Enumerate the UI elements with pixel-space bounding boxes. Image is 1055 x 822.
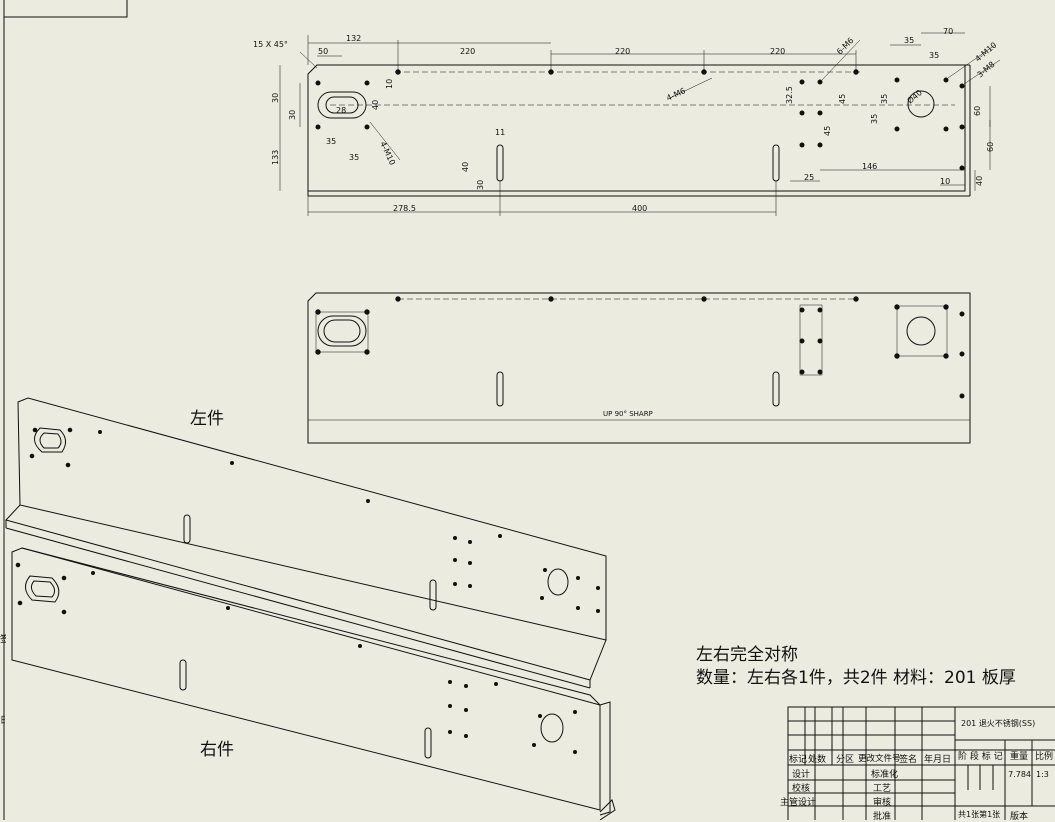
title-material: 201 退火不锈钢(SS) [961, 719, 1036, 728]
title-scale-label: 比例 [1035, 752, 1054, 762]
iso-left-part[interactable] [5, 397, 607, 689]
row-design: 设计 [792, 770, 811, 780]
row-review: 审核 [873, 798, 892, 808]
svg-text:30: 30 [476, 180, 485, 190]
margin-fragment-b: 日期 [0, 716, 5, 726]
top-view[interactable] [279, 32, 1001, 216]
right-part-label: 右件 [200, 740, 234, 760]
bend-note: UP 90° SHARP [603, 410, 653, 418]
svg-text:45: 45 [823, 126, 832, 136]
svg-text:25: 25 [804, 173, 814, 182]
svg-text:60: 60 [986, 142, 995, 152]
title-sheet-info: 共1张第1张 [958, 810, 1001, 819]
svg-text:28: 28 [336, 106, 346, 115]
row-approve: 批准 [873, 812, 892, 822]
title-block-grid [787, 706, 1055, 820]
svg-text:35: 35 [880, 94, 889, 104]
svg-text:15 X 45°: 15 X 45° [253, 40, 288, 49]
svg-text:35: 35 [870, 114, 879, 124]
svg-text:40: 40 [461, 162, 470, 172]
svg-text:60: 60 [973, 106, 982, 116]
header-sign: 签名 [899, 755, 918, 765]
svg-text:400: 400 [632, 204, 647, 213]
svg-text:35: 35 [326, 137, 336, 146]
svg-text:220: 220 [770, 47, 785, 56]
title-scale-value: 1:3 [1036, 770, 1049, 779]
title-stage: 阶 段 标 记 [958, 752, 1003, 762]
svg-text:132: 132 [346, 34, 361, 43]
svg-text:30: 30 [271, 93, 280, 103]
title-version: 版本 [1010, 812, 1029, 822]
iso-right-part[interactable] [11, 547, 616, 820]
symmetry-note: 左右完全对称 [696, 645, 798, 665]
sheet-border [3, 0, 128, 820]
svg-text:70: 70 [943, 27, 953, 36]
svg-text:40: 40 [975, 176, 984, 186]
header-date: 年月日 [924, 755, 952, 765]
row-check: 校核 [792, 784, 811, 794]
svg-text:133: 133 [271, 150, 280, 165]
row-main-design: 主管设计 [780, 798, 817, 808]
svg-text:11: 11 [495, 128, 505, 137]
svg-text:4-M6: 4-M6 [665, 86, 687, 103]
svg-text:30: 30 [288, 110, 297, 120]
svg-text:45: 45 [838, 94, 847, 104]
round-hole [907, 90, 935, 118]
row-process: 工艺 [873, 784, 892, 794]
svg-text:50: 50 [318, 47, 328, 56]
svg-text:35: 35 [929, 51, 939, 60]
flat-pattern-view[interactable] [307, 292, 971, 444]
svg-text:6-M6: 6-M6 [835, 36, 855, 56]
svg-text:4-M10: 4-M10 [974, 41, 999, 64]
svg-text:35: 35 [349, 153, 359, 162]
header-zone: 分区 [836, 755, 855, 765]
quantity-material-note: 数量：左右各1件，共2件 材料：201 板厚 [696, 668, 1016, 688]
svg-text:40: 40 [371, 100, 380, 110]
svg-text:35: 35 [904, 36, 914, 45]
left-part-label: 左件 [190, 409, 224, 429]
svg-text:10: 10 [940, 177, 950, 186]
svg-text:4-M10: 4-M10 [378, 140, 397, 167]
title-weight-value: 7.784 [1008, 770, 1031, 779]
svg-text:278.5: 278.5 [393, 204, 416, 213]
svg-text:146: 146 [862, 162, 877, 171]
obround-hole [317, 91, 367, 119]
svg-text:220: 220 [615, 47, 630, 56]
top-view-dimensions: 15 X 45° 132 50 220 220 220 6-M6 70 35 3… [253, 27, 998, 213]
title-weight-label: 重量 [1010, 752, 1029, 762]
margin-fragment-a: 签记 [0, 635, 6, 645]
header-mark: 标记 [789, 755, 808, 765]
header-change-doc: 更改文件号 [858, 754, 901, 764]
row-standard: 标准化 [871, 770, 899, 780]
svg-text:32.5: 32.5 [785, 86, 794, 104]
svg-text:10: 10 [385, 79, 394, 89]
svg-text:220: 220 [460, 47, 475, 56]
svg-text:Ø40: Ø40 [905, 87, 924, 105]
header-count: 处数 [808, 755, 827, 765]
